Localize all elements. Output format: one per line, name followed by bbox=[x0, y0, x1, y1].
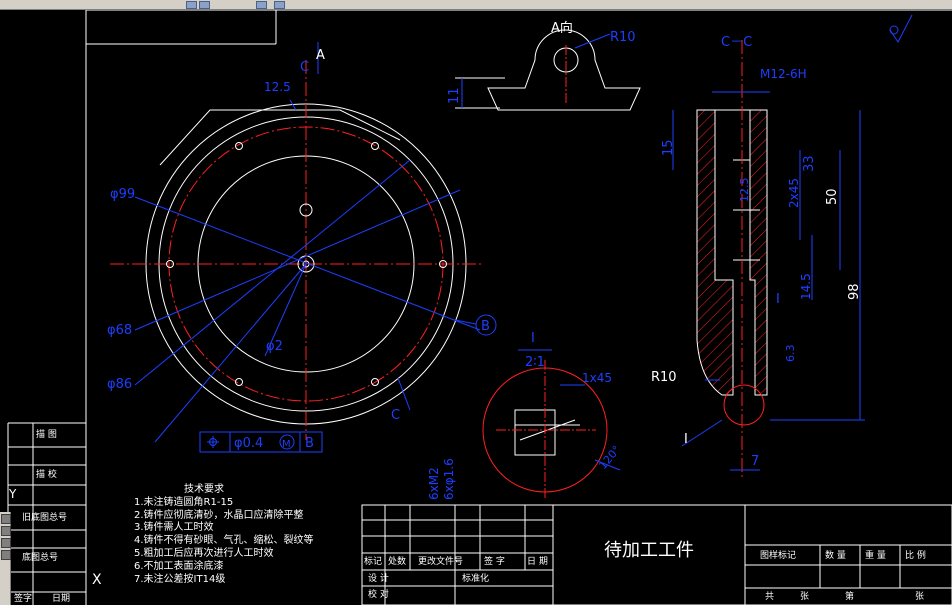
tb-mark: 标记 bbox=[364, 557, 383, 567]
detail-angle: 120° bbox=[596, 443, 623, 472]
palette-tool-icon[interactable] bbox=[1, 550, 11, 560]
dim-50: 50 bbox=[825, 188, 840, 205]
note-line: 3.铸件需人工时效 bbox=[134, 522, 214, 534]
note-line: 5.粗加工后应再次进行人工时效 bbox=[134, 547, 274, 559]
note-line: 7.未注公差按IT14级 bbox=[134, 573, 226, 585]
drill-note-2: 6xφ1.6 bbox=[442, 458, 456, 500]
fcf-tolerance: φ0.4 bbox=[234, 436, 263, 451]
detail-num: Ⅰ bbox=[531, 331, 535, 346]
tb-sheet-of: 张 bbox=[800, 592, 810, 602]
dim-chamfer: 1x45 bbox=[582, 371, 612, 385]
tb-change-doc: 更改文件号 bbox=[418, 557, 464, 567]
detail-scale: 2∶1 bbox=[525, 355, 545, 370]
drawing-frame bbox=[85, 10, 952, 605]
section-c-c-labels: C－C M12-6H 15 33 50 98 2x45 14.5 12.5 6.… bbox=[651, 35, 862, 469]
dim-phi99: φ99 bbox=[110, 187, 135, 202]
dim-33: 33 bbox=[802, 155, 817, 172]
tb-count: 处数 bbox=[388, 557, 407, 567]
ucs-x-label: X bbox=[92, 572, 102, 588]
roughness-top: 12.5 bbox=[264, 80, 291, 94]
front-view-dimension-leaders bbox=[134, 42, 497, 453]
side-trace: 描 图 bbox=[36, 430, 57, 440]
front-view-labels: A C 12.5 φ99 φ68 φ86 φ2 C B φ0.4 M B bbox=[107, 48, 490, 451]
dim-7: 7 bbox=[751, 454, 759, 469]
tb-sheet-num: 第 bbox=[845, 592, 855, 602]
dim-r10-side: R10 bbox=[651, 370, 677, 385]
dim-11: 11 bbox=[447, 87, 462, 104]
tb-sheet-end: 张 bbox=[915, 592, 925, 602]
technical-requirements: 技术要求 1.未注铸造圆角R1-15 2.铸件应彻底清砂，水晶口应清除平整 3.… bbox=[134, 484, 314, 586]
dim-14-5: 14.5 bbox=[799, 273, 813, 300]
tb-check: 校 对 bbox=[368, 590, 389, 600]
dim-2x45: 2x45 bbox=[787, 178, 801, 208]
datum-balloon-b: B bbox=[481, 319, 490, 334]
note-line: 1.未注铸造圆角R1-15 bbox=[134, 496, 234, 508]
roughness-symbol bbox=[889, 14, 913, 43]
layer-icon[interactable] bbox=[256, 1, 267, 9]
view-arrow-a: A bbox=[316, 48, 325, 63]
tool-palette bbox=[0, 512, 11, 605]
dim-12-5: 12.5 bbox=[738, 178, 751, 203]
detail-i-labels: Ⅰ 2∶1 1x45 6xM2 6xφ1.6 120° bbox=[427, 331, 623, 500]
side-base: 底图总号 bbox=[22, 553, 59, 563]
view-arrow-c-top: C bbox=[300, 60, 309, 75]
dim-thread: M12-6H bbox=[760, 67, 807, 81]
side-date: 日期 bbox=[52, 594, 71, 604]
ucs-y-label: Y bbox=[9, 487, 17, 501]
palette-tool-icon[interactable] bbox=[1, 526, 11, 536]
toolbar bbox=[0, 0, 952, 10]
part-name: 待加工工件 bbox=[604, 540, 694, 561]
zoom-icon[interactable] bbox=[186, 1, 197, 9]
tb-stage-mark: 图样标记 bbox=[760, 551, 797, 561]
notes-title: 技术要求 bbox=[184, 484, 224, 495]
dim-r10-top: R10 bbox=[610, 30, 636, 45]
side-sign: 签字 bbox=[14, 594, 33, 604]
section-title: C－C bbox=[721, 35, 752, 50]
note-line: 6.不加工表面涂底漆 bbox=[134, 560, 224, 572]
side-block bbox=[7, 422, 86, 605]
fcf-modifier: M bbox=[282, 439, 291, 450]
palette-close-icon[interactable] bbox=[1, 514, 11, 524]
properties-icon[interactable] bbox=[274, 1, 285, 9]
front-view-flange bbox=[110, 60, 482, 440]
fcf-datum: B bbox=[305, 436, 314, 451]
view-a-labels: A向 R10 11 bbox=[447, 20, 636, 104]
section-c-c bbox=[672, 40, 865, 480]
tb-sign: 签 字 bbox=[484, 557, 505, 567]
view-arrow-c-bottom: C bbox=[391, 408, 400, 423]
pan-icon[interactable] bbox=[199, 1, 210, 9]
dim-6-3: 6.3 bbox=[784, 345, 797, 363]
dim-phi86: φ86 bbox=[107, 377, 132, 392]
detail-marker-2: Ⅰ bbox=[776, 292, 780, 307]
dim-98: 98 bbox=[847, 283, 862, 300]
title-block bbox=[361, 504, 952, 605]
tb-standard: 标准化 bbox=[462, 574, 490, 584]
side-old-base: 旧底图总号 bbox=[22, 513, 68, 523]
note-line: 2.铸件应彻底清砂，水晶口应清除平整 bbox=[134, 509, 304, 521]
drill-note-1: 6xM2 bbox=[427, 467, 441, 500]
view-a-lug bbox=[455, 29, 641, 111]
detail-i bbox=[482, 349, 621, 500]
dim-15: 15 bbox=[661, 139, 676, 156]
tb-scale: 比 例 bbox=[905, 551, 926, 561]
tb-design: 设 计 bbox=[368, 574, 389, 584]
tb-weight: 重 量 bbox=[865, 551, 886, 561]
palette-tool-icon[interactable] bbox=[1, 538, 11, 548]
tb-quantity: 数 量 bbox=[825, 551, 846, 561]
drawing-canvas[interactable]: A C 12.5 φ99 φ68 φ86 φ2 C B φ0.4 M B A向 … bbox=[0, 10, 952, 605]
view-a-title: A向 bbox=[551, 20, 573, 36]
detail-marker: Ⅰ bbox=[684, 432, 688, 447]
dim-phi68: φ68 bbox=[107, 323, 132, 338]
side-trace-check: 描 校 bbox=[36, 470, 57, 480]
note-line: 4.铸件不得有砂眼、气孔、缩松、裂纹等 bbox=[134, 535, 314, 547]
tb-sheet-total: 共 bbox=[765, 592, 775, 602]
dim-phi2: φ2 bbox=[266, 339, 283, 354]
tb-date: 日 期 bbox=[527, 557, 548, 567]
